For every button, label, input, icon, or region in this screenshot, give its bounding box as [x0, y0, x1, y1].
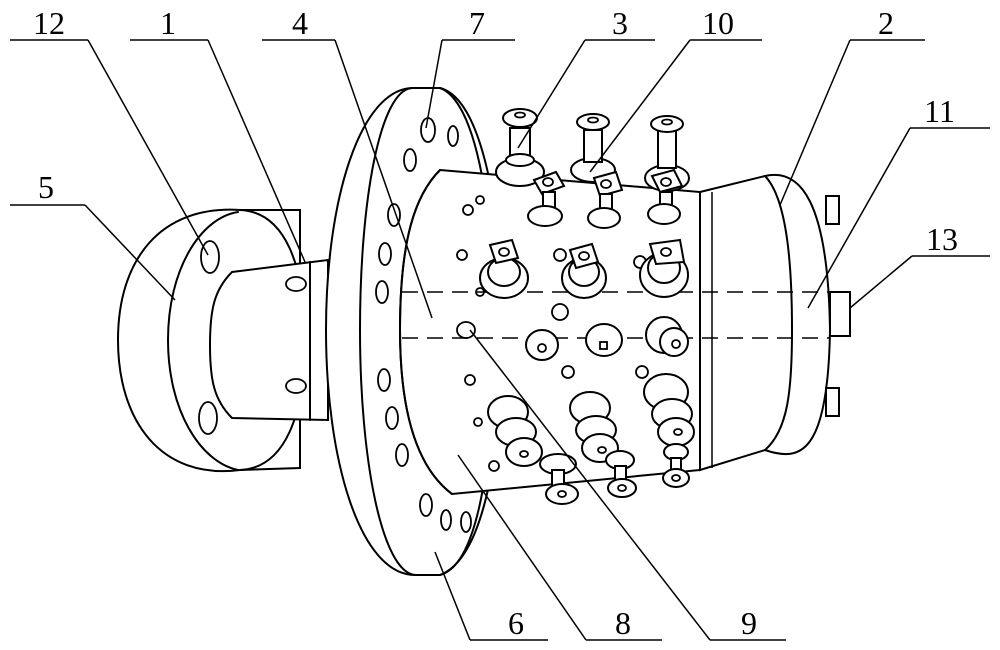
- label-4: 4: [292, 5, 308, 41]
- main-flange-bolt-hole: [378, 242, 392, 266]
- valve: [487, 395, 543, 467]
- label-1: 1: [160, 5, 176, 41]
- label-5: 5: [38, 169, 54, 205]
- stud: [539, 453, 579, 505]
- valve: [639, 238, 689, 298]
- body-hole: [553, 248, 567, 262]
- label-7: 7: [469, 5, 485, 41]
- neck-hole: [285, 378, 307, 394]
- neck-hole: [285, 276, 307, 292]
- valve: [561, 242, 607, 299]
- valve: [643, 373, 695, 447]
- rear-flange-bolt-hole: [198, 401, 218, 435]
- label-6: 6: [508, 605, 524, 641]
- front-cap: [699, 173, 840, 472]
- main-flange-bolt-hole: [447, 125, 459, 147]
- main-flange-bolt-hole: [387, 203, 401, 227]
- shaft-end: [829, 291, 851, 337]
- body-hole: [475, 195, 485, 205]
- callout-labels: 12 1 4 7 3 10 2 11 5 13 6 8 9: [33, 5, 958, 641]
- main-flange-bolt-hole: [403, 148, 417, 172]
- neck-tube: [208, 258, 329, 422]
- leader-lines: [10, 39, 990, 641]
- body-hole: [561, 365, 575, 379]
- body-hole: [473, 417, 483, 427]
- main-flange-bolt-hole: [375, 280, 389, 304]
- label-12: 12: [33, 5, 65, 41]
- stud: [662, 443, 690, 488]
- main-flange-bolt-hole: [385, 406, 399, 430]
- label-8: 8: [615, 605, 631, 641]
- main-flange-bolt-hole: [440, 509, 452, 531]
- label-9: 9: [741, 605, 757, 641]
- body-hole: [464, 374, 476, 386]
- main-flange-bolt-hole: [460, 511, 472, 533]
- main-flange-bolt-hole: [377, 368, 391, 392]
- stud: [605, 450, 637, 498]
- body-hole: [462, 204, 474, 216]
- main-flange-bolt-hole: [420, 117, 436, 143]
- label-10: 10: [702, 5, 734, 41]
- valve: [585, 323, 623, 357]
- label-13: 13: [926, 221, 958, 257]
- main-flange-bolt-hole: [419, 493, 433, 517]
- stud: [527, 170, 566, 227]
- label-3: 3: [612, 5, 628, 41]
- valve: [645, 316, 689, 357]
- body-port: [456, 321, 476, 339]
- label-11: 11: [924, 93, 955, 129]
- label-2: 2: [878, 5, 894, 41]
- stud: [647, 168, 684, 225]
- body-hole: [488, 460, 500, 472]
- body-hole: [551, 303, 569, 321]
- main-flange-bolt-hole: [395, 443, 409, 467]
- top-bolt: [495, 108, 545, 187]
- stud: [587, 170, 624, 229]
- valve: [525, 329, 559, 361]
- valve: [479, 238, 529, 299]
- body-hole: [456, 249, 468, 261]
- front-cap-lug: [825, 195, 840, 225]
- body-hole: [635, 365, 649, 379]
- front-cap-lug: [825, 387, 840, 417]
